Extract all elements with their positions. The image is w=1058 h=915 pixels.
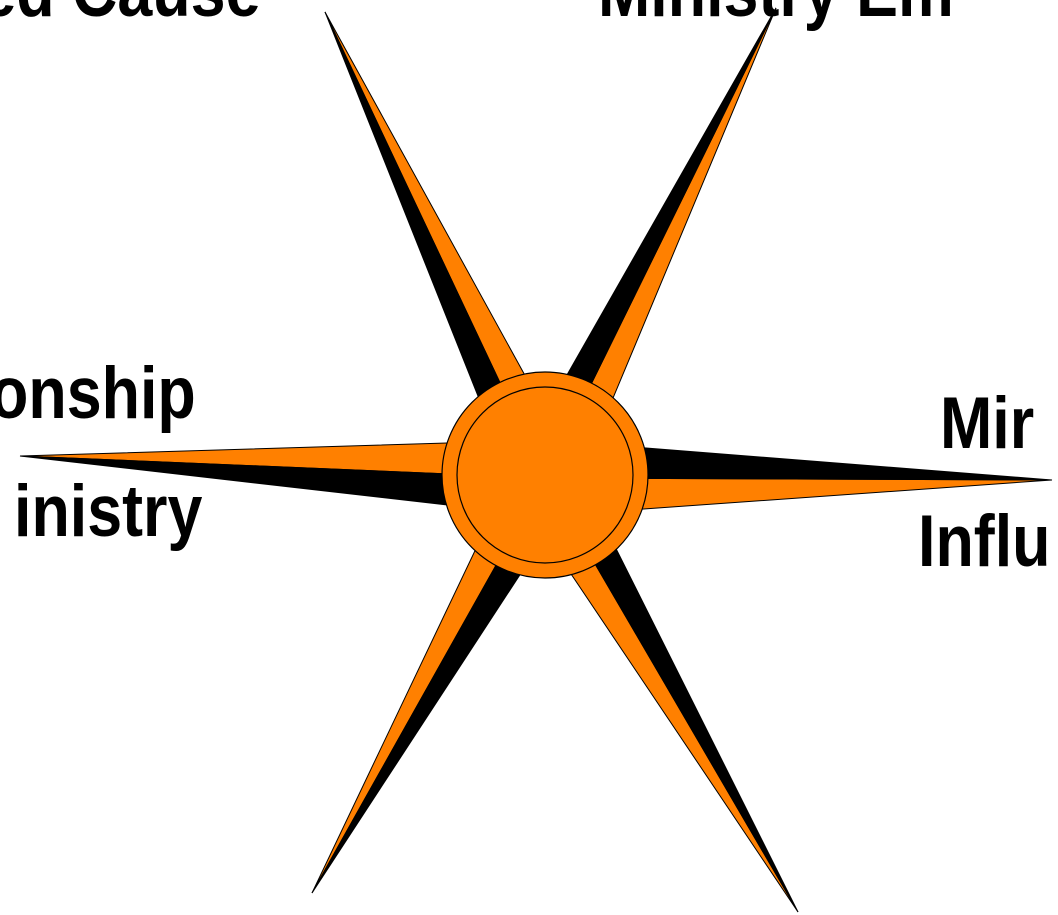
center-inner-circle — [456, 386, 634, 564]
label-ministry-right: Mir — [940, 383, 1035, 464]
label-relationship: onship — [0, 353, 196, 434]
label-shared-cause: ared Cause — [0, 0, 260, 28]
label-ministry-left: inistry — [14, 471, 203, 552]
label-influence: Influ — [918, 501, 1051, 582]
label-ministry-em: Ministry Em — [598, 0, 954, 28]
